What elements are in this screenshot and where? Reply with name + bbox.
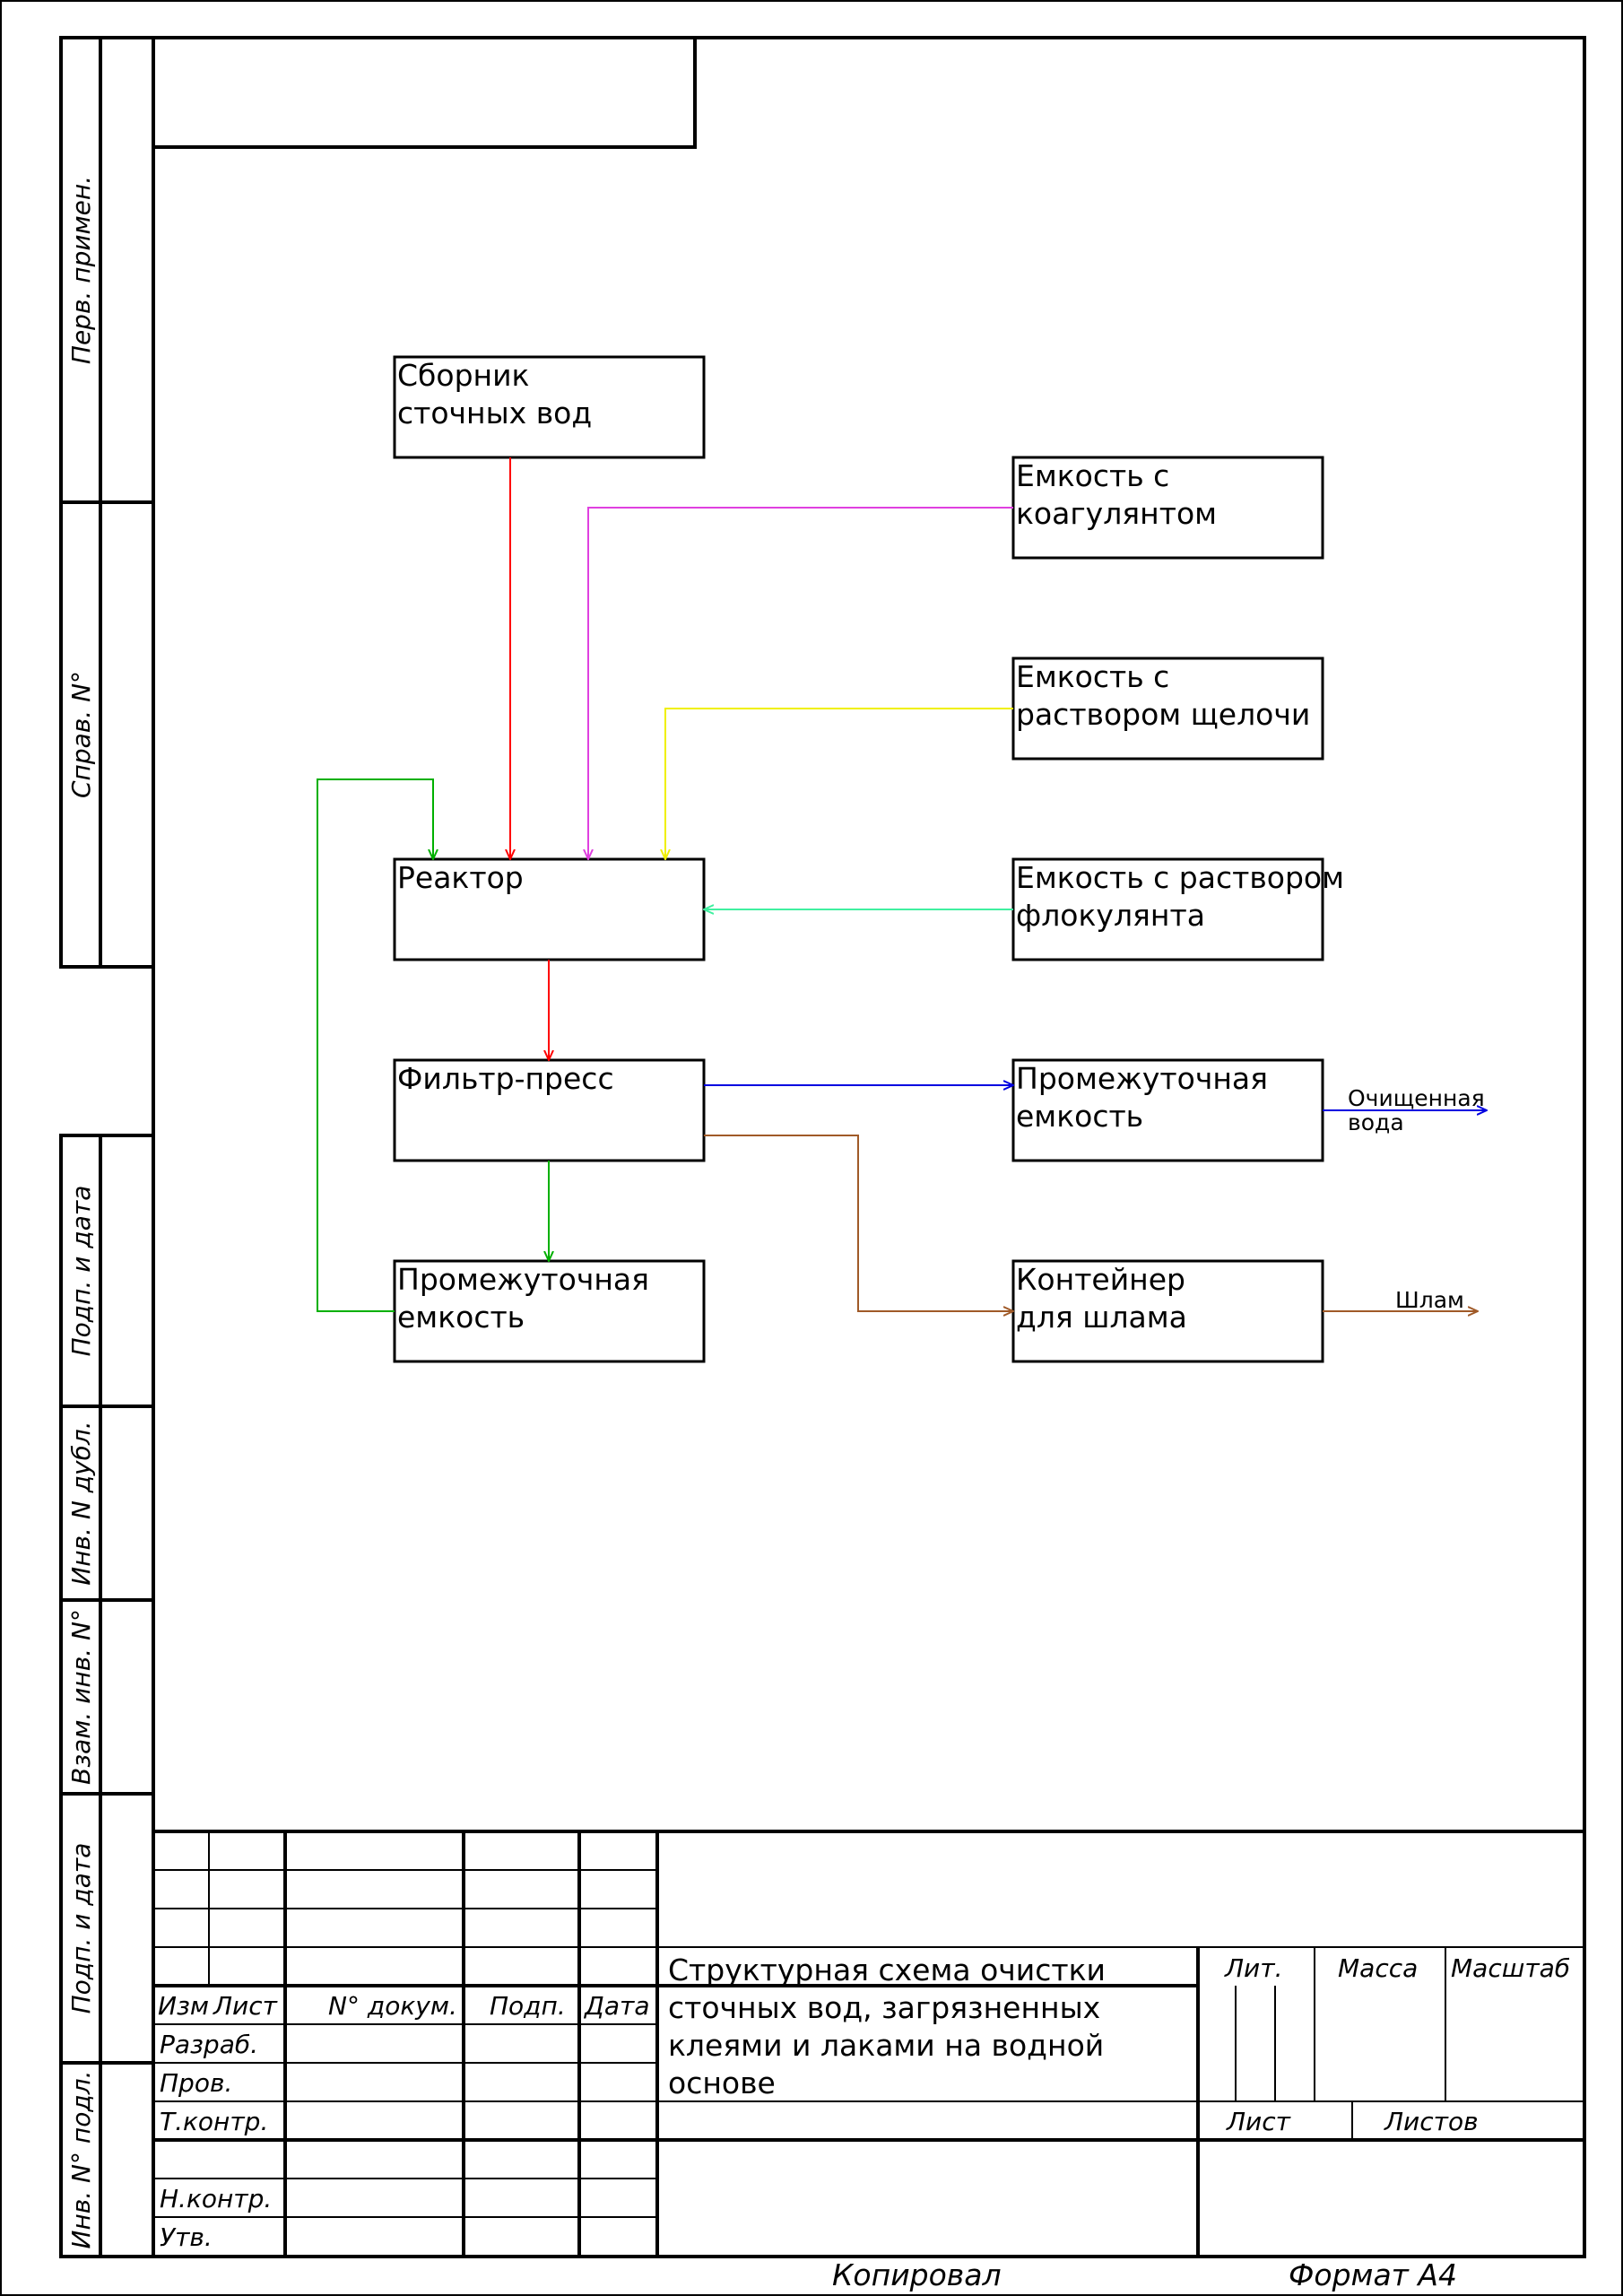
block-intermediate-bottom-line-1: Промежуточная bbox=[397, 1262, 649, 1297]
side-label-perv-primen: Перв. примен. bbox=[66, 176, 96, 364]
drawing-title-line-2: сточных вод, загрязненных bbox=[668, 1990, 1100, 2025]
side-strip bbox=[59, 36, 155, 2258]
role-nkontr: Н.контр. bbox=[160, 2184, 272, 2213]
block-coagulant-line-1: Емкость с bbox=[1016, 458, 1169, 493]
label-list: Лист bbox=[1226, 2107, 1291, 2136]
role-utv: Утв. bbox=[160, 2222, 213, 2252]
block-coagulant-line-2: коагулянтом bbox=[1016, 496, 1217, 531]
drawing-title-line-1: Структурная схема очистки bbox=[668, 1952, 1106, 1987]
block-flocculant: Емкость с раствором флокулянта bbox=[1011, 857, 1344, 961]
block-coagulant: Емкость с коагулянтом bbox=[1011, 456, 1324, 560]
label-lit: Лит. bbox=[1224, 1953, 1282, 1983]
block-reactor-line-1: Реактор bbox=[397, 860, 524, 895]
top-stamp-box bbox=[152, 36, 697, 149]
side-label-inv-dubl: Инв. N дубл. bbox=[66, 1421, 96, 1585]
footer-kopiroval: Копировал bbox=[832, 2257, 1002, 2292]
title-block: Изм Лист N° докум. Подп. Дата Разраб. Пр… bbox=[153, 1830, 1584, 2257]
block-intermediate-right: Промежуточная емкость bbox=[1011, 1058, 1324, 1162]
block-alkali-line-1: Емкость с bbox=[1016, 659, 1169, 694]
block-sludge-container-line-2: для шлама bbox=[1016, 1300, 1187, 1335]
arrow-intermediate-bottom-to-reactor bbox=[317, 778, 433, 1312]
side-label-podp-data-2: Подп. и дата bbox=[66, 1843, 96, 2014]
side-label-sprav: Справ. N° bbox=[66, 671, 96, 798]
header-podp: Подп. bbox=[490, 1991, 566, 2021]
block-collector: Сборник сточных вод bbox=[393, 355, 706, 459]
label-massa: Масса bbox=[1338, 1953, 1418, 1983]
block-collector-line-2: сточных вод bbox=[397, 396, 592, 430]
side-labels: Перв. примен. Справ. N° Подп. и дата Инв… bbox=[66, 176, 96, 2249]
block-flocculant-line-1: Емкость с раствором bbox=[1016, 860, 1344, 895]
block-filter-press: Фильтр-пресс bbox=[393, 1058, 706, 1162]
block-collector-line-1: Сборник bbox=[397, 358, 530, 393]
block-flocculant-line-2: флокулянта bbox=[1016, 898, 1205, 933]
header-doc-no: N° докум. bbox=[328, 1991, 457, 2021]
output-clean-water-line-2: вода bbox=[1348, 1109, 1404, 1135]
side-label-inv-podl: Инв. N° подл. bbox=[66, 2071, 96, 2249]
arrow-coagulant-to-reactor bbox=[588, 507, 1013, 859]
side-label-vzam-inv: Взам. инв. N° bbox=[66, 1609, 96, 1785]
block-intermediate-right-line-1: Промежуточная bbox=[1016, 1061, 1268, 1096]
role-tkontr: Т.контр. bbox=[160, 2107, 268, 2136]
role-prov: Пров. bbox=[160, 2068, 232, 2098]
label-masshtab: Масштаб bbox=[1451, 1953, 1570, 1983]
block-reactor: Реактор bbox=[393, 857, 706, 961]
arrow-filter-press-to-sludge-container bbox=[704, 1135, 1013, 1311]
label-listov: Листов bbox=[1384, 2107, 1479, 2136]
header-izm: Изм bbox=[158, 1991, 209, 2021]
main-frame bbox=[152, 36, 1586, 2258]
output-clean-water-line-1: Очищенная bbox=[1348, 1085, 1485, 1111]
header-data: Дата bbox=[583, 1991, 650, 2021]
drawing-title-line-3: клеями и лаками на водной bbox=[668, 2028, 1104, 2063]
role-razrab: Разраб. bbox=[160, 2030, 258, 2059]
header-list: Лист bbox=[213, 1991, 278, 2021]
block-intermediate-right-line-2: емкость bbox=[1016, 1099, 1143, 1134]
diagram: Сборник сточных вод Емкость с коагулянто… bbox=[317, 355, 1487, 1363]
arrow-alkali-to-reactor bbox=[665, 708, 1013, 859]
block-intermediate-bottom-line-2: емкость bbox=[397, 1300, 525, 1335]
block-intermediate-bottom: Промежуточная емкость bbox=[393, 1259, 706, 1363]
block-alkali-line-2: раствором щелочи bbox=[1016, 697, 1310, 732]
output-sludge-label: Шлам bbox=[1395, 1287, 1464, 1313]
side-label-podp-data-1: Подп. и дата bbox=[66, 1186, 96, 1357]
block-sludge-container: Контейнер для шлама bbox=[1011, 1259, 1324, 1363]
block-filter-press-line-1: Фильтр-пресс bbox=[397, 1061, 614, 1096]
drawing-title-line-4: основе bbox=[668, 2066, 776, 2100]
block-sludge-container-line-1: Контейнер bbox=[1016, 1262, 1185, 1297]
block-alkali: Емкость с раствором щелочи bbox=[1011, 657, 1324, 761]
footer-format: Формат A4 bbox=[1289, 2257, 1457, 2292]
